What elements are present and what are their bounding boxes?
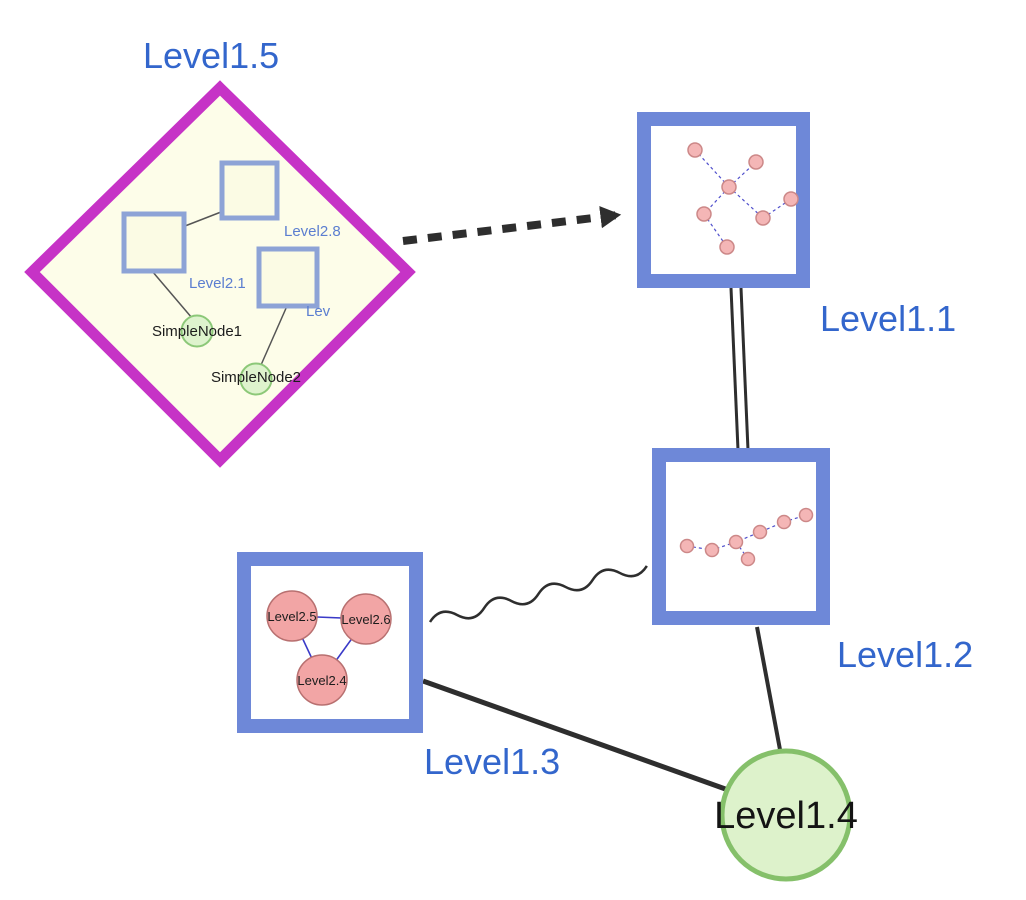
mini-node[interactable] — [798, 507, 814, 523]
group-node-level2_x[interactable] — [256, 246, 320, 309]
subgraph-level1_2[interactable] — [679, 507, 814, 567]
edge-level1_2-to-level1_4[interactable] — [755, 626, 783, 756]
mini-node[interactable] — [728, 534, 744, 550]
mini-edges — [694, 149, 792, 248]
label-level2_1: Level2.1 — [189, 275, 246, 292]
node-box-level1_1[interactable] — [637, 112, 810, 288]
node-level2_5[interactable] — [266, 590, 318, 642]
label-level1_3: Level1.3 — [424, 741, 560, 782]
label-level2_5: Level2.5 — [267, 609, 316, 624]
mini-node[interactable] — [679, 538, 695, 554]
node-simplenode1[interactable] — [180, 314, 214, 348]
node-level1_4[interactable]: Level1.4 — [714, 748, 858, 882]
mini-node[interactable] — [721, 179, 737, 195]
node-level2_4[interactable] — [296, 654, 348, 706]
group-node-level1_5[interactable]: Level2.8 Level2.1 Lev SimpleNode1 Simple… — [24, 80, 416, 468]
mini-node[interactable] — [776, 514, 792, 530]
label-level2_6: Level2.6 — [341, 612, 390, 627]
label-level2_8: Level2.8 — [284, 223, 341, 240]
label-level1_5: Level1.5 — [143, 35, 279, 76]
mini-node[interactable] — [704, 542, 720, 558]
mini-node[interactable] — [783, 191, 799, 207]
edge-level1_5-to-level1_1[interactable] — [402, 205, 622, 245]
label-level2_4: Level2.4 — [297, 673, 346, 688]
label-level1_2: Level1.2 — [837, 634, 973, 675]
node-level2_6[interactable] — [340, 593, 392, 645]
inner-edge-level2_8-level2_1[interactable] — [184, 211, 222, 227]
double-edge-line[interactable] — [729, 287, 740, 451]
inner-edges-level1_3[interactable] — [290, 615, 368, 682]
mini-node[interactable] — [748, 154, 764, 170]
edge-level1_3-to-level1_2-wavy[interactable] — [428, 560, 648, 629]
label-simplenode1: SimpleNode1 — [152, 323, 242, 340]
node-simplenode2[interactable] — [239, 362, 273, 396]
group-node-level2_8[interactable] — [219, 160, 280, 221]
node-box-level1_2[interactable] — [652, 448, 830, 625]
mini-node[interactable] — [687, 142, 703, 158]
label-level1_4: Level1.4 — [714, 795, 858, 837]
label-simplenode2: SimpleNode2 — [211, 369, 301, 386]
node-circle-level1_4[interactable] — [719, 748, 853, 882]
group-node-level1_2[interactable] — [652, 448, 830, 625]
label-level2_x: Lev — [306, 303, 331, 320]
edge-level1_1-to-level1_2[interactable] — [729, 287, 750, 451]
diamond-shape-level1_5[interactable] — [24, 80, 416, 468]
label-level1_1: Level1.1 — [820, 298, 956, 339]
node-box-level1_3[interactable] — [237, 552, 423, 733]
group-node-level1_1[interactable] — [637, 112, 810, 288]
double-edge-line[interactable] — [739, 287, 750, 451]
group-node-level2_1[interactable] — [121, 211, 187, 274]
inner-edge-level2_1-simplenode1[interactable] — [151, 270, 193, 319]
mini-node[interactable] — [740, 551, 756, 567]
mini-node[interactable] — [719, 239, 735, 255]
mini-node[interactable] — [696, 206, 712, 222]
edge-level1_3-to-level1_4[interactable] — [422, 678, 746, 799]
subgraph-level1_1[interactable] — [687, 142, 799, 255]
mini-node[interactable] — [755, 210, 771, 226]
inner-edge-lev-simplenode2[interactable] — [260, 305, 288, 366]
group-node-level1_3[interactable]: Level2.5 Level2.6 Level2.4 — [237, 552, 423, 733]
mini-node[interactable] — [752, 524, 768, 540]
